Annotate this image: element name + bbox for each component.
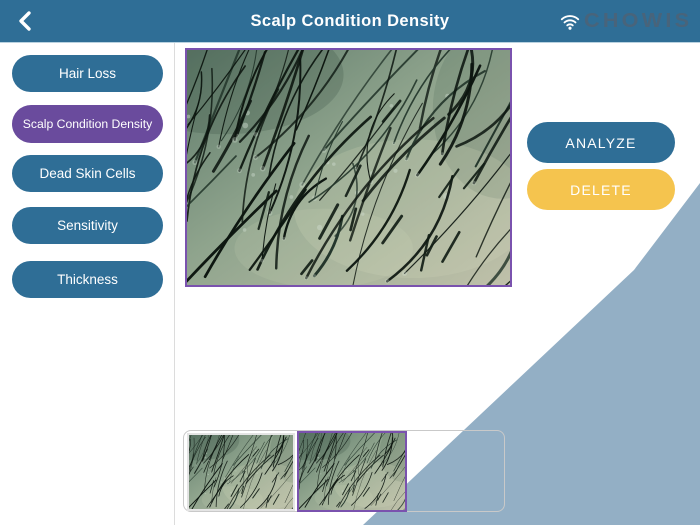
back-button[interactable] (8, 4, 42, 38)
analyze-button[interactable]: ANALYZE (527, 122, 675, 163)
sidebar-item-dead-skin-cells[interactable]: Dead Skin Cells (12, 155, 163, 192)
sidebar: Hair Loss Scalp Condition Density Dead S… (0, 43, 175, 525)
thumbnail-2-image (299, 433, 405, 510)
delete-button[interactable]: DELETE (527, 169, 675, 210)
header-divider (0, 42, 700, 43)
sidebar-item-sensitivity[interactable]: Sensitivity (12, 207, 163, 244)
sidebar-item-hair-loss[interactable]: Hair Loss (12, 55, 163, 92)
app-header: Scalp Condition Density CHOWIS (0, 0, 700, 42)
thumbnail-2-selected[interactable] (297, 431, 407, 512)
thumbnail-strip (183, 430, 505, 512)
sidebar-item-thickness[interactable]: Thickness (12, 261, 163, 298)
thumbnail-1-image (189, 435, 293, 509)
chevron-left-icon (19, 11, 31, 31)
thumbnail-1[interactable] (187, 433, 295, 511)
header-right-group: CHOWIS (559, 0, 692, 42)
wifi-icon (560, 14, 579, 30)
scalp-microscope-image (187, 50, 510, 285)
scalp-capture-preview (185, 48, 512, 287)
brand-logo: CHOWIS (583, 9, 692, 32)
sidebar-item-scalp-condition-density[interactable]: Scalp Condition Density (12, 105, 163, 143)
